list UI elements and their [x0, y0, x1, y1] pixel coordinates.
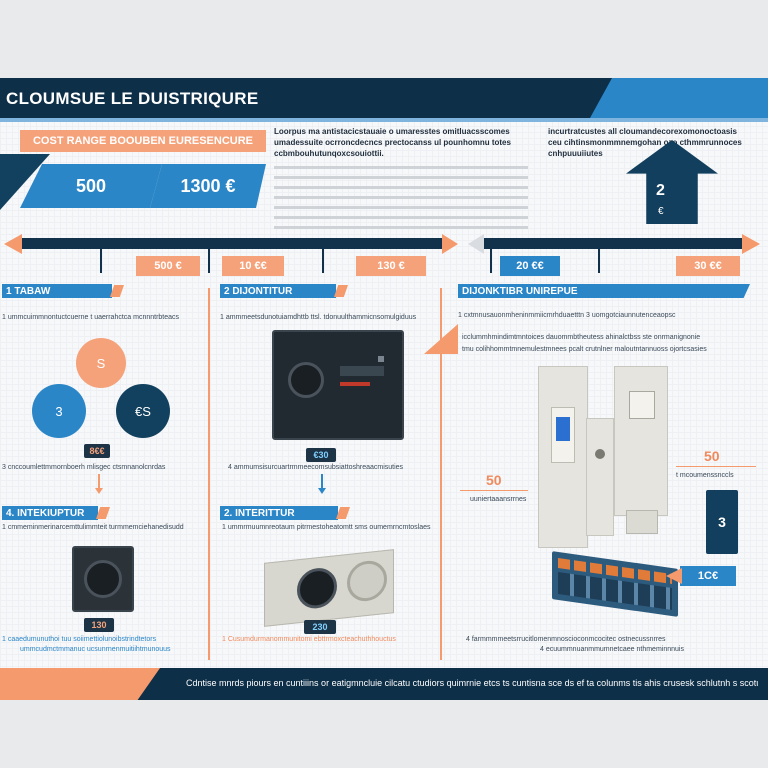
price-box-high: 1300 €	[150, 164, 266, 208]
col2-price-chip: €30	[306, 448, 336, 462]
section-header-intekiuptur: 4. INTEKIUPTUR	[2, 506, 98, 520]
section-header-accent	[110, 285, 124, 297]
connector-line	[321, 474, 323, 490]
column-divider	[440, 288, 442, 660]
screw-icon	[595, 449, 605, 459]
section-header-tabaw: 1 TABAW	[2, 284, 112, 298]
header-accent	[590, 78, 768, 118]
col1-sub2-text: 1 cmmeminmerinarcemttulimmteit turmmemci…	[2, 524, 184, 531]
col3-right-text: t mcoumenssnccls	[676, 472, 734, 479]
socket-outlet-light-icon	[347, 558, 387, 604]
distribution-panel-image	[272, 330, 404, 440]
col3-number-box: 3	[706, 490, 738, 554]
price-box-low: 500	[20, 164, 162, 208]
timeline-bar-2	[484, 238, 742, 249]
arrow-unit: €	[658, 206, 664, 217]
circuit-breaker-image-2	[614, 366, 668, 516]
circle-navy: €S	[116, 384, 170, 438]
poster-title: CLOUMSUE LE DUISTRIQURE	[6, 89, 259, 108]
double-socket-image	[264, 549, 394, 627]
col3-desc-1: icclummhmindimtmntoices dauommbtheutess …	[462, 334, 701, 341]
timeline-tick	[490, 249, 492, 273]
col3-price-tag: 1C€	[680, 566, 736, 586]
intro-line-1: Loorpus ma antistacicstauaie o umaresste…	[274, 127, 510, 136]
single-socket-image	[72, 546, 134, 612]
col1-price-chip-2: 130	[84, 618, 114, 632]
intro-line-3: ccbmbouhutunqoxcsouiottii.	[274, 149, 384, 158]
timeline-tick	[100, 249, 102, 273]
breaker-module-image	[586, 418, 614, 536]
section-header-accent	[96, 507, 110, 519]
col3-bottom-2: 4 ecuummnuanmmumnetcaee nthmeminnnuis	[540, 646, 684, 653]
col3-desc-2: tmu colihhommtmnemulestmnees pcalt crutn…	[462, 346, 707, 353]
col2-price-chip-2: 230	[304, 620, 336, 634]
timeline-tick	[208, 249, 210, 273]
socket-outlet-icon	[84, 560, 122, 598]
col3-left-value: 50	[486, 472, 502, 488]
arrow-value: 2	[656, 182, 665, 199]
intro-line-2: umadessuite ocrroncdecncs prectocanss ul…	[274, 138, 511, 147]
col3-bottom-1: 4 farmmmmeetsrrucitlomenmnoscioconmcocit…	[466, 636, 666, 643]
intro-filler-text	[274, 166, 528, 232]
panel-button-icon	[378, 356, 384, 362]
connector-arrow-icon	[318, 488, 326, 494]
panel-display	[340, 366, 384, 376]
col3-right-value: 50	[704, 448, 720, 464]
col2-desc2: 1 Cusumdurmanommunitomi ebttrmoxcteachut…	[222, 636, 396, 643]
section-header-dijontitur: 2 DIJONTITUR	[220, 284, 336, 298]
section-header-accent	[334, 285, 348, 297]
footer-accent	[0, 668, 160, 700]
timeline-tag-2: 10 €€	[222, 256, 284, 276]
circle-blue: 3	[32, 384, 86, 438]
section-header-dijonktibr: DIJONKTIBR UNIREPUE	[458, 284, 734, 298]
connector-arrow-icon	[95, 488, 103, 494]
timeline-tag-4: 20 €€	[500, 256, 560, 276]
col3-left-line	[460, 490, 528, 491]
cost-banner: COST RANGE BOOUBEN EURESENCURE	[20, 130, 266, 152]
col1-sub-text: 1 ummcuimmnontuctcuerne t uaerrahctca mc…	[2, 314, 180, 321]
intro-text: Loorpus ma antistacicstauaie o umaresste…	[274, 126, 534, 159]
breaker-switch-icon	[556, 417, 570, 441]
timeline-tick	[322, 249, 324, 273]
intro-right-line-1: incurtratcustes all cloumandecorexomonoc…	[548, 127, 737, 136]
timeline-tick	[598, 249, 600, 273]
mount-bracket-icon	[626, 510, 658, 534]
col3-sub-text: 1 cxtmnusauonmheninmmiicmrhduaetttn 3 uo…	[458, 312, 676, 319]
timeline-tag-5: 30 €€	[676, 256, 740, 276]
col2-desc-text: 4 ammumsisurcuartrmmeecomsubsiattoshreaa…	[228, 464, 404, 471]
header-underline	[0, 118, 768, 122]
circuit-breaker-image	[538, 366, 588, 548]
intro-right-text: incurtratcustes all cloumandecorexomonoc…	[548, 126, 758, 159]
circle-orange: S	[76, 338, 126, 388]
breaker-switch-light-icon	[629, 391, 655, 419]
section-header-interittur: 2. INTERITTUR	[220, 506, 338, 520]
connector-line	[98, 474, 100, 490]
col3-left-text: uuniertaaansrrnes	[470, 496, 527, 503]
col3-right-line	[676, 466, 756, 467]
column-divider	[208, 288, 210, 660]
col2-sub-text: 1 ammmeetsdunotuiamdhttb ttsl. tdonuulth…	[220, 314, 417, 321]
intro-right-line-2: ceu cihtinsmonmmnemgohan ozo cthmmrunnoc…	[548, 138, 742, 147]
timeline-bar	[22, 238, 442, 249]
timeline-tag-1: 500 €	[136, 256, 200, 276]
panel-socket-icon	[288, 362, 324, 398]
footer-text: Cdntise mnrds piours en cuntiiins or eat…	[186, 678, 758, 688]
col1-desc-text: 3 cnccoumlettmmornboerh mlisgec ctsmnano…	[2, 464, 166, 471]
col1-desc2b: ummcudmctmmanuc ucsunrnenmuitiihtmunouus	[20, 646, 171, 653]
timeline-tag-3: 130 €	[356, 256, 426, 276]
panel-indicator	[340, 382, 370, 386]
section-header-accent	[336, 507, 350, 519]
col2-sub2-text: 1 ummrmuumnreotaum pitrmestoheatomtt sms…	[222, 524, 431, 531]
socket-outlet-icon	[297, 566, 337, 611]
intro-right-line-3: cnhpuuuiiutes	[548, 149, 603, 158]
col1-price-chip: 8€€	[84, 444, 110, 458]
col1-desc2a: 1 caaedumunuthoi tuu soiimettiolunoibstr…	[2, 636, 157, 643]
infographic-poster: CLOUMSUE LE DUISTRIQURE COST RANGE BOOUB…	[0, 78, 768, 700]
